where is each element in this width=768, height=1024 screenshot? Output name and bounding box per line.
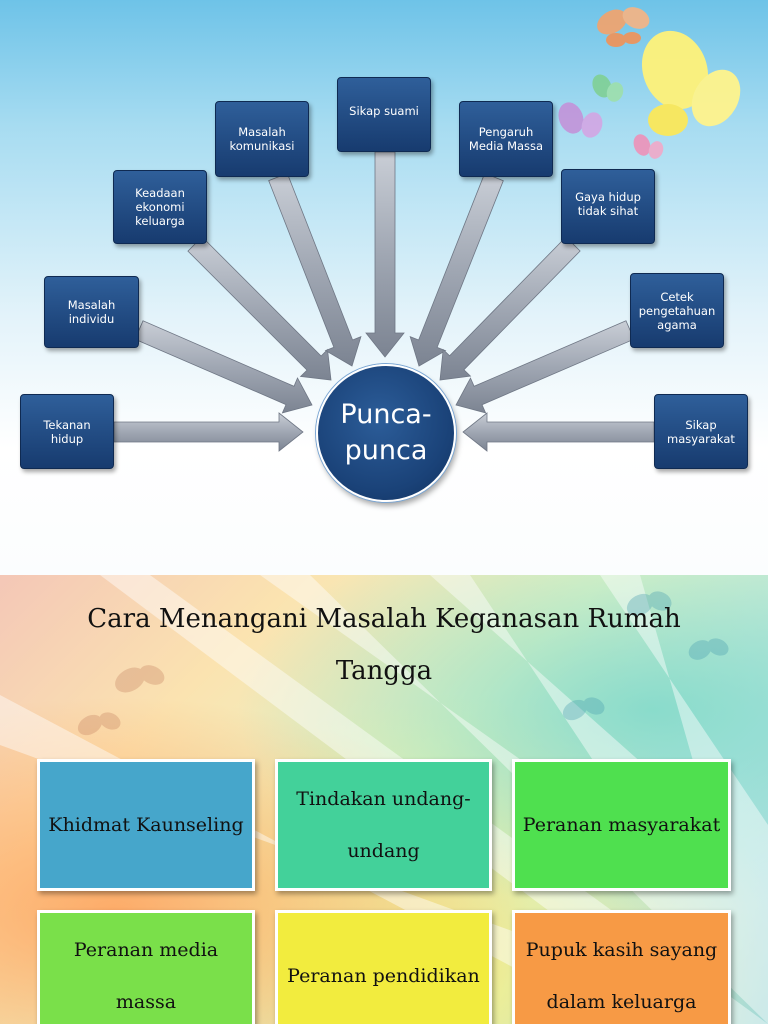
node-keadaan-ekonomi-keluarga: Keadaan ekonomi keluarga	[113, 170, 207, 244]
node-masalah-individu: Masalah individu	[44, 276, 139, 348]
slide-causes: Punca- punca Tekanan hidup Masalah indiv…	[0, 0, 768, 575]
arrow-keadaan-ekonomi	[187, 236, 332, 381]
arrow-tekanan-hidup	[113, 412, 304, 452]
node-masalah-komunikasi: Masalah komunikasi	[215, 101, 309, 177]
card-peranan-media-massa: Peranan media massa	[37, 910, 255, 1024]
card-peranan-pendidikan: Peranan pendidikan	[275, 910, 492, 1024]
arrow-masalah-individu	[134, 320, 313, 414]
page-title: Cara Menangani Masalah Keganasan Rumah T…	[87, 604, 681, 686]
arrow-masalah-komunikasi	[268, 172, 362, 367]
butterfly-icon	[77, 665, 165, 736]
arrow-gaya-hidup	[439, 236, 581, 381]
node-cetek-pengetahuan-agama: Cetek pengetahuan agama	[630, 273, 724, 348]
butterfly-icon	[641, 30, 741, 136]
arrow-sikap-suami	[365, 151, 405, 358]
slide-solutions: Cara Menangani Masalah Keganasan Rumah T…	[0, 575, 768, 1024]
butterfly-decoration	[558, 7, 741, 159]
butterfly-icon	[633, 134, 664, 159]
butterfly-icon	[597, 7, 650, 47]
arrow-pengaruh-media	[409, 172, 504, 367]
hub-punca-punca: Punca- punca	[316, 364, 456, 502]
node-gaya-hidup-tidak-sihat: Gaya hidup tidak sihat	[561, 169, 655, 244]
card-khidmat-kaunseling: Khidmat Kaunseling	[37, 759, 255, 891]
arrow-sikap-masyarakat	[462, 412, 655, 452]
arrows-layer	[113, 151, 655, 452]
butterfly-icon	[558, 102, 603, 138]
card-peranan-masyarakat: Peranan masyarakat	[512, 759, 731, 891]
butterfly-icon	[562, 591, 729, 721]
card-pupuk-kasih-sayang: Pupuk kasih sayang dalam keluarga	[512, 910, 731, 1024]
card-tindakan-undang-undang: Tindakan undang-undang	[275, 759, 492, 891]
butterfly-icon	[592, 74, 624, 102]
node-tekanan-hidup: Tekanan hidup	[20, 394, 114, 469]
node-sikap-masyarakat: Sikap masyarakat	[654, 394, 748, 469]
node-pengaruh-media-massa: Pengaruh Media Massa	[459, 101, 553, 177]
node-sikap-suami: Sikap suami	[337, 77, 431, 152]
arrow-cetek-pengetahuan	[455, 320, 635, 414]
